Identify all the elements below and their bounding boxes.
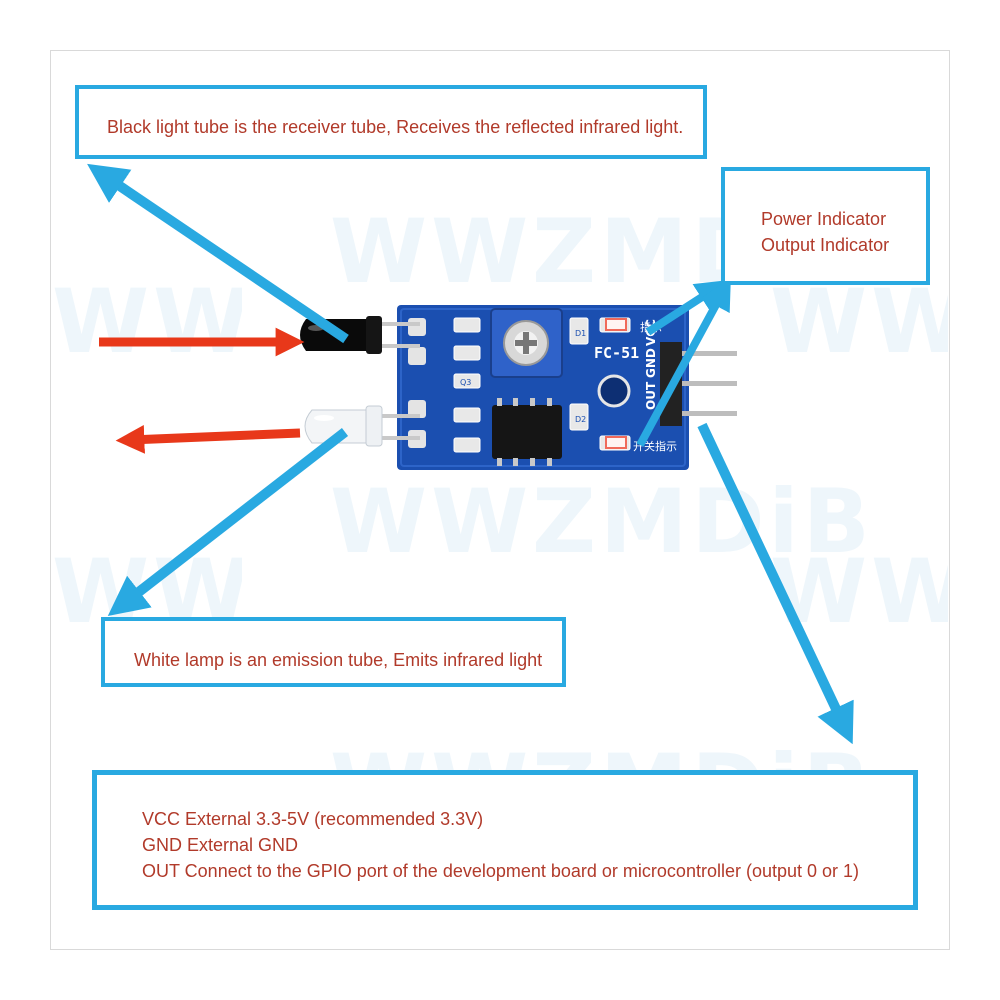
blue-pointer-arrow: [697, 422, 854, 745]
ic-chip: [492, 398, 562, 466]
vcc-description: VCC External 3.3-5V (recommended 3.3V): [142, 809, 484, 829]
output-indicator-text: Output Indicator: [761, 235, 890, 256]
emitter-callout: White lamp is an emission tube, Emits in…: [101, 617, 566, 687]
emitter-led: [304, 405, 420, 447]
component-label: D1: [575, 329, 586, 338]
potentiometer-icon: [490, 308, 563, 378]
out-description: OUT Connect to the GPIO port of the deve…: [142, 861, 860, 882]
red-ir-arrow: [115, 425, 301, 454]
component-label: D2: [575, 415, 586, 424]
ir-sensor-board: FC-51 GND OUT VCC 指示 开关指示 D1 D2 Q3: [397, 305, 737, 470]
indicator-callout: Power Indicator Output Indicator: [721, 167, 930, 285]
blue-pointer-arrow: [636, 277, 731, 447]
pin-label-out: OUT: [644, 381, 658, 410]
board-model-label: FC-51: [594, 344, 639, 362]
pin-label-gnd: GND: [644, 348, 658, 378]
pin-description-callout: VCC External 3.3-5V (recommended 3.3V) G…: [92, 770, 918, 910]
blue-pointer-arrow: [107, 428, 349, 617]
power-indicator-led: [605, 318, 627, 331]
emitter-callout-text: White lamp is an emission tube, Emits in…: [134, 650, 543, 670]
receiver-callout: Black light tube is the receiver tube, R…: [75, 85, 707, 159]
blue-pointer-arrow: [87, 163, 349, 344]
watermark: WWZMDiB: [770, 270, 948, 373]
mounting-hole: [597, 374, 631, 408]
watermark: WWZMDiB: [330, 470, 874, 573]
power-indicator-text: Power Indicator: [761, 209, 887, 229]
watermark: WWZMDiB: [52, 270, 242, 373]
component-label: Q3: [460, 378, 471, 387]
output-indicator-led: [605, 436, 627, 449]
gnd-description: GND External GND: [142, 835, 299, 856]
led-pads: [408, 318, 426, 448]
receiver-callout-text: Black light tube is the receiver tube, R…: [107, 117, 684, 137]
